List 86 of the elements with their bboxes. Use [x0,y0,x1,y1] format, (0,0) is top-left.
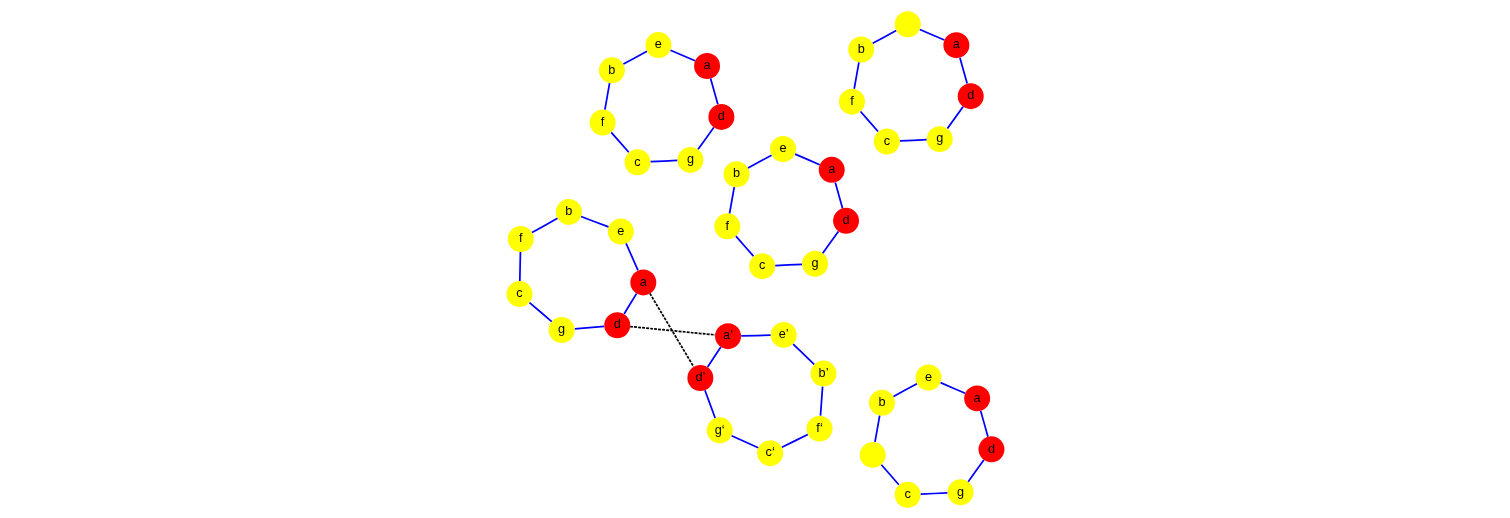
connector [622,292,637,315]
connector [879,463,900,486]
node-circle: d [707,103,734,130]
connector [730,434,759,449]
connector [793,152,821,166]
connector [780,433,809,448]
connector [791,342,815,365]
node-circle: d [832,207,859,234]
connector [919,491,948,495]
node-circle: c‘ [756,439,783,466]
node-circle: f [838,88,865,115]
connector [603,81,610,110]
node-circle: g [801,250,828,277]
node-circle: a [693,52,720,79]
node-circle: b [598,56,625,83]
node-circle: b [723,160,749,187]
node-circle: d [603,311,630,338]
node-circle: g [926,125,953,152]
connector [773,263,803,266]
node-circle: a’ [714,322,741,349]
connector [958,56,968,84]
connector [852,61,860,90]
node-circle: c [748,252,775,279]
node-circle: e [644,31,671,58]
connector [892,382,918,397]
connector [746,153,772,169]
connector [609,130,630,153]
node-circle: c [894,481,921,508]
connector [979,409,989,438]
node-circle: f‘ [806,415,833,442]
node-circle: e [769,135,796,162]
connector [739,333,771,337]
connector [628,325,716,336]
connector [939,381,966,394]
node-circle: a [963,384,990,411]
connector [622,49,648,65]
node-circle: b [847,36,874,63]
connector [898,138,927,142]
node-circle: c [873,128,900,154]
node-circle: f [507,225,534,252]
connector [624,242,639,271]
connector [918,28,945,41]
node-circle: a [942,31,969,58]
connector [946,105,964,129]
connector [821,230,839,254]
node-circle: e’ [770,321,797,348]
node-circle: g [548,316,575,343]
node-circle [894,10,921,37]
connector [669,48,696,62]
connector [573,325,605,330]
node-circle [859,441,886,468]
node-circle: a [629,268,656,295]
node-circle: f [713,212,740,239]
connector [819,385,823,417]
connector [530,216,558,233]
node-circle: b’ [810,360,836,387]
node-circle: g [676,146,703,173]
node-circle: c [624,148,650,175]
connector [734,234,754,257]
connector [859,110,879,132]
connector [966,458,985,483]
node-circle: g [947,478,973,505]
connector [709,77,719,105]
node-circle: f [589,109,616,135]
node-circle: a [818,156,845,183]
node-circle: d [957,82,984,109]
node-circle: d’ [686,364,713,391]
connector [703,388,716,419]
node-circle: b [555,198,582,225]
connector [579,215,609,228]
connector [871,29,897,44]
connector [649,159,678,163]
node-circle: c [506,280,532,307]
connector [648,292,695,368]
connector [696,126,715,150]
connector [706,345,722,368]
connector [873,414,881,443]
connector [728,185,735,214]
node-circle: e [915,364,941,390]
node-circle: g‘ [706,416,733,443]
connector [528,301,553,322]
connector [833,181,843,209]
node-circle: d [978,435,1004,462]
node-circle: b [868,389,895,416]
connector [518,250,521,282]
node-circle: e [607,218,634,244]
